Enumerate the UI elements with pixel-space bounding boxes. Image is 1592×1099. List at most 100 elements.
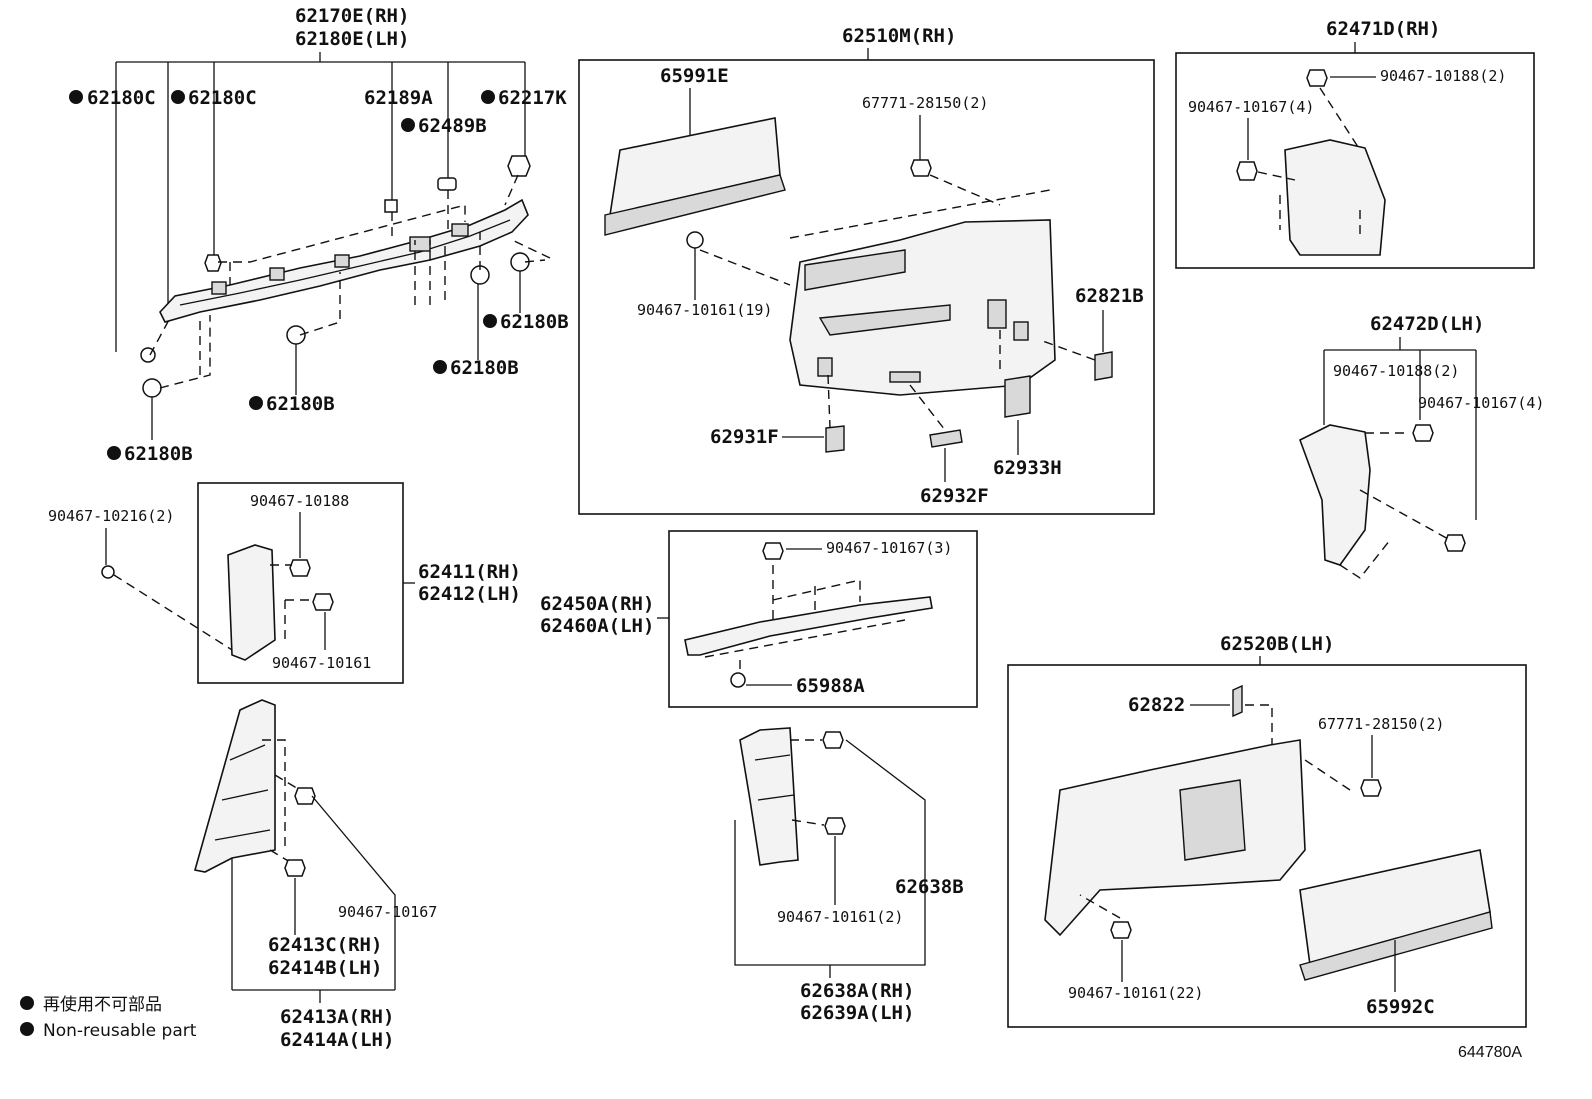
quarter-pillar-part xyxy=(193,699,276,873)
label-62472d: 62472D(LH) xyxy=(1370,313,1484,335)
clip-62180c xyxy=(204,254,222,272)
label-62821b: 62821B xyxy=(1075,285,1144,307)
center-pillar-part xyxy=(739,727,799,866)
label-62180c-2: 62180C xyxy=(188,87,257,109)
center-pillar-group: 62638B 90467-10161(2) 62638A(RH) 62639A(… xyxy=(734,727,964,1024)
deck-trim-lh-group: 62472D(LH) 90467-10188(2) 90467-10167(4) xyxy=(1299,313,1544,579)
deck-trim-62471d xyxy=(1284,139,1386,256)
clip-10167 xyxy=(1444,534,1466,552)
scuff-box xyxy=(668,530,978,708)
label-62180c-1: 62180C xyxy=(87,87,156,109)
label-62413c: 62413C(RH) xyxy=(268,934,382,956)
label-90467-10161-2: 90467-10161(2) xyxy=(777,908,903,926)
clip-90467-10161 xyxy=(686,231,704,249)
cover-62931f xyxy=(825,425,845,453)
clip-62180b xyxy=(286,325,306,345)
cover-62822 xyxy=(1232,684,1243,718)
clip-10167 xyxy=(762,542,784,560)
clip-65988a xyxy=(730,672,746,688)
label-62931f: 62931F xyxy=(710,426,779,448)
label-90467-10188: 90467-10188 xyxy=(250,492,349,510)
label-90467-19: 90467-10161(19) xyxy=(637,301,772,319)
clip-10161 xyxy=(312,593,334,611)
legend-line-jp: 再使用不可部品 xyxy=(43,994,162,1015)
deck-trim-62472d xyxy=(1299,424,1371,566)
label-90467-10167-4a: 90467-10167(4) xyxy=(1188,98,1314,116)
nonreusable-dot xyxy=(401,118,415,132)
nonreusable-dot xyxy=(433,360,447,374)
lh-panel-recess xyxy=(1179,779,1246,861)
label-90467-10167: 90467-10167 xyxy=(338,903,437,921)
rail-clip-leaders xyxy=(151,271,521,440)
rail-tab xyxy=(451,223,469,237)
label-90467-10161: 90467-10161 xyxy=(272,654,371,672)
clip-62189a xyxy=(384,199,398,213)
label-62413a: 62413A(RH) xyxy=(280,1006,394,1028)
rail-tab xyxy=(334,254,350,268)
leader xyxy=(1323,337,1477,520)
center-dashed xyxy=(790,739,825,826)
label-62180b-3: 62180B xyxy=(266,393,335,415)
nonreusable-dot xyxy=(249,396,263,410)
panel-hole xyxy=(987,299,1007,329)
clip-10188 xyxy=(289,559,311,577)
clip-67771 xyxy=(910,159,932,177)
nonreusable-dot xyxy=(483,314,497,328)
rail-dashed-lines xyxy=(149,174,551,389)
label-62460a: 62460A(LH) xyxy=(540,615,654,637)
label-62189a: 62189A xyxy=(364,87,433,109)
nonreusable-dot xyxy=(481,90,495,104)
label-62822: 62822 xyxy=(1128,694,1185,716)
scuff-plate-group: 62450A(RH) 62460A(LH) 90467-10167(3) 659… xyxy=(540,530,978,708)
nonreusable-dot xyxy=(107,446,121,460)
deck-trim-box xyxy=(1175,52,1535,269)
pillar-dashed xyxy=(270,564,312,640)
clip-62638b xyxy=(822,731,844,749)
nonreusable-dot xyxy=(171,90,185,104)
clip-62489b xyxy=(437,177,457,191)
scuff-plate-part xyxy=(684,596,933,656)
label-90467-10188-2a: 90467-10188(2) xyxy=(1380,67,1506,85)
lh-dashed xyxy=(1079,704,1351,919)
label-62638b: 62638B xyxy=(895,876,964,898)
pillar-garnish-part xyxy=(227,544,276,661)
label-90467-10167-3: 90467-10167(3) xyxy=(826,539,952,557)
nonreusable-dot xyxy=(69,90,83,104)
rail-tab xyxy=(269,267,285,281)
label-62180b-4: 62180B xyxy=(124,443,193,465)
rail-detail-line xyxy=(179,219,511,306)
legend-line-en: Non-reusable part xyxy=(43,1021,197,1041)
label-62411: 62411(RH) xyxy=(418,561,521,583)
clip-10188 xyxy=(1412,424,1434,442)
clip-62180b xyxy=(142,378,162,398)
quarter-trim-lh-group: 62520B(LH) 62822 67771-28150(2) 90467-10… xyxy=(1007,633,1527,1028)
legend: 再使用不可部品 Non-reusable part xyxy=(20,994,197,1041)
label-65991e: 65991E xyxy=(660,65,729,87)
center-leaders xyxy=(734,739,926,966)
pillar-leaders xyxy=(231,795,396,991)
panel-hole xyxy=(1013,321,1029,341)
panel-slot xyxy=(889,371,921,383)
label-62217k: 62217K xyxy=(498,87,567,109)
scuff-dashed xyxy=(704,565,906,672)
pillar-detail xyxy=(754,754,795,801)
clip-10216 xyxy=(101,565,115,579)
deck-dashed xyxy=(1257,87,1361,240)
label-62471d: 62471D(RH) xyxy=(1326,18,1440,40)
clip-10167 xyxy=(1236,161,1258,181)
panel-handle xyxy=(804,249,906,291)
cover-62932f xyxy=(929,429,963,448)
label-62933h: 62933H xyxy=(993,457,1062,479)
clip-10161 xyxy=(1110,921,1132,939)
quarter-pillar-group: 90467-10167 62413C(RH) 62414B(LH) 62413A… xyxy=(193,699,437,1051)
legend-bullet-2 xyxy=(20,1022,34,1036)
clip-10167 xyxy=(294,787,316,805)
label-62170e: 62170E(RH) xyxy=(295,5,409,27)
quarter-trim-lh-panel xyxy=(1044,739,1306,937)
label-62639a: 62639A(LH) xyxy=(800,1002,914,1024)
label-62450a: 62450A(RH) xyxy=(540,593,654,615)
deck-lh-dashed xyxy=(1339,432,1451,579)
clip-67771 xyxy=(1360,779,1382,797)
label-62180b-1: 62180B xyxy=(500,311,569,333)
